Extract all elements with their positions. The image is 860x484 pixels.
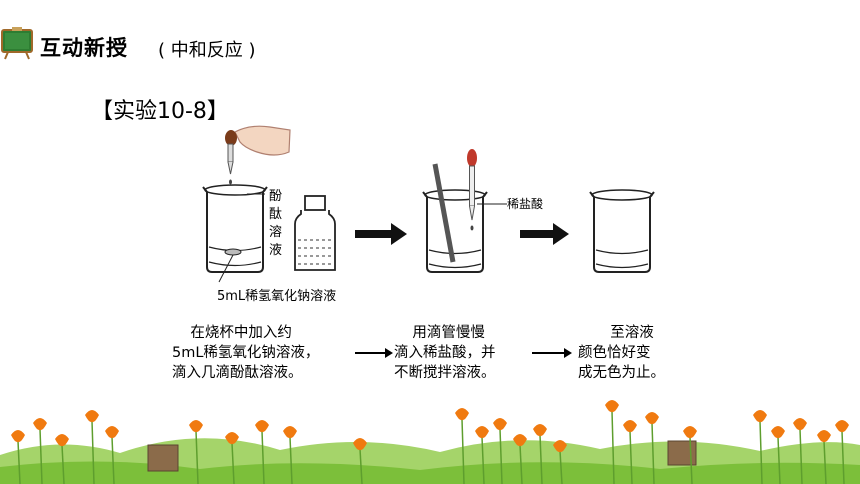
flower-icon <box>105 426 119 439</box>
section-subtitle: ( 中和反应 ) <box>158 40 256 61</box>
flower-icon <box>353 438 367 451</box>
flower-icon <box>55 434 69 447</box>
hand-with-dropper <box>225 125 291 185</box>
flower-icon <box>771 426 785 439</box>
flower-icon <box>493 418 507 431</box>
flower-icon <box>255 420 269 433</box>
flower-icon <box>553 440 567 453</box>
step-arrow-1 <box>355 348 393 358</box>
flower-icon <box>11 430 25 443</box>
flower-icon <box>753 410 767 423</box>
flower-icon <box>683 426 697 439</box>
flower-icon <box>189 420 203 433</box>
step-1-text: 在烧杯中加入约 5mL稀氢氧化钠溶液， 滴入几滴酚酞溶液。 <box>172 325 320 381</box>
flower-icon <box>85 410 99 423</box>
flower-icon <box>793 418 807 431</box>
flower-icon <box>835 420 849 433</box>
step-arrow-2 <box>532 348 572 358</box>
flower-icon <box>817 430 831 443</box>
arrow-right-icon <box>520 223 569 245</box>
beaker-1 <box>202 184 268 273</box>
reagent-bottle <box>294 195 336 271</box>
flower-icon <box>225 432 239 445</box>
naoh-label: 5mL稀氢氧化钠溶液 <box>217 289 336 304</box>
phenolphthalein-label-2: 酞 <box>269 207 282 222</box>
experiment-diagram: 酚 酞 溶 液 5mL稀氢氧化钠溶液 稀盐酸 <box>202 125 655 304</box>
experiment-label: 【实验10-8】 <box>91 99 229 124</box>
flower-icon <box>533 424 547 437</box>
hcl-label: 稀盐酸 <box>507 196 543 211</box>
step-2-text: 用滴管慢慢 滴入稀盐酸，并 不断搅拌溶液。 <box>394 325 496 381</box>
arrow-right-icon <box>355 223 407 245</box>
phenolphthalein-label-4: 液 <box>269 243 282 258</box>
section-title: 互动新授 <box>40 36 128 60</box>
flower-grass-decoration <box>0 400 860 484</box>
chalkboard-icon <box>1 27 33 60</box>
flower-icon <box>645 412 659 425</box>
step-3-text: 至溶液 颜色恰好变 成无色为止。 <box>578 325 665 381</box>
flower-icon <box>33 418 47 431</box>
flower-icon <box>605 400 619 413</box>
flower-icon <box>623 420 637 433</box>
phenolphthalein-label-1: 酚 <box>269 189 282 204</box>
phenolphthalein-label-3: 溶 <box>269 225 282 240</box>
glass-rod <box>432 163 456 263</box>
flower-icon <box>513 434 527 447</box>
beaker-3 <box>589 189 655 273</box>
dropper <box>467 149 477 231</box>
flower-icon <box>455 408 469 421</box>
flower-icon <box>475 426 489 439</box>
header: 互动新授 ( 中和反应 ) <box>0 22 860 68</box>
flower-icon <box>283 426 297 439</box>
beaker-2 <box>422 189 488 273</box>
